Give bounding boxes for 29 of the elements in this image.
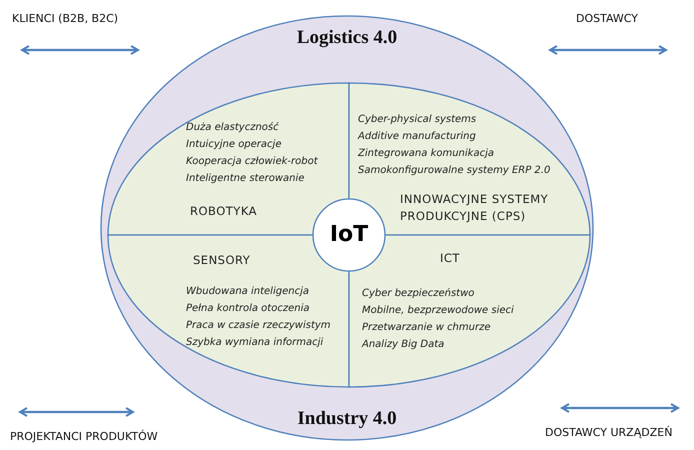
feature-text: Cyber bezpieczeństwo [362,287,474,301]
feature-text: Kooperacja człowiek-robot [186,155,318,169]
feature-text: Duża elastyczność [186,121,279,135]
stakeholder-label: PROJEKTANCI PRODUKTÓW [10,430,158,443]
feature-text: Analizy Big Data [362,338,444,352]
center-circle [312,198,386,272]
feature-text: Szybka wymiana informacji [186,336,324,350]
feature-text: Wbudowana inteligencja [186,285,309,299]
stakeholder-label: KLIENCI (B2B, B2C) [12,12,118,25]
feature-text: Zintegrowana komunikacja [358,147,494,161]
stakeholder-label: DOSTAWCY URZĄDZEŃ [545,426,672,439]
feature-text: Cyber-physical systems [358,113,476,127]
feature-text: Intuicyjne operacje [186,138,282,152]
title-text: Logistics 4.0 [296,27,398,49]
title-text: Industry 4.0 [296,408,398,430]
section-heading: SENSORY [193,252,250,269]
feature-text: Przetwarzanie w chmurze [362,321,490,335]
section-heading: ROBOTYKA [190,203,258,220]
feature-text: Samokonfigurowalne systemy ERP 2.0 [358,164,550,178]
center-label: IoT [328,222,370,247]
section-heading: INNOWACYJNE SYSTEMY PRODUKCYJNE (CPS) [400,191,550,225]
inner-ellipse [108,83,590,387]
feature-text: Mobilne, bezprzewodowe sieci [362,304,514,318]
stakeholder-label: DOSTAWCY [576,12,638,25]
feature-text: Pełna kontrola otoczenia [186,302,310,316]
feature-text: Additive manufacturing [358,130,476,144]
feature-text: Praca w czasie rzeczywistym [186,319,331,333]
section-heading: ICT [440,250,460,267]
feature-text: Inteligentne sterowanie [186,172,304,186]
